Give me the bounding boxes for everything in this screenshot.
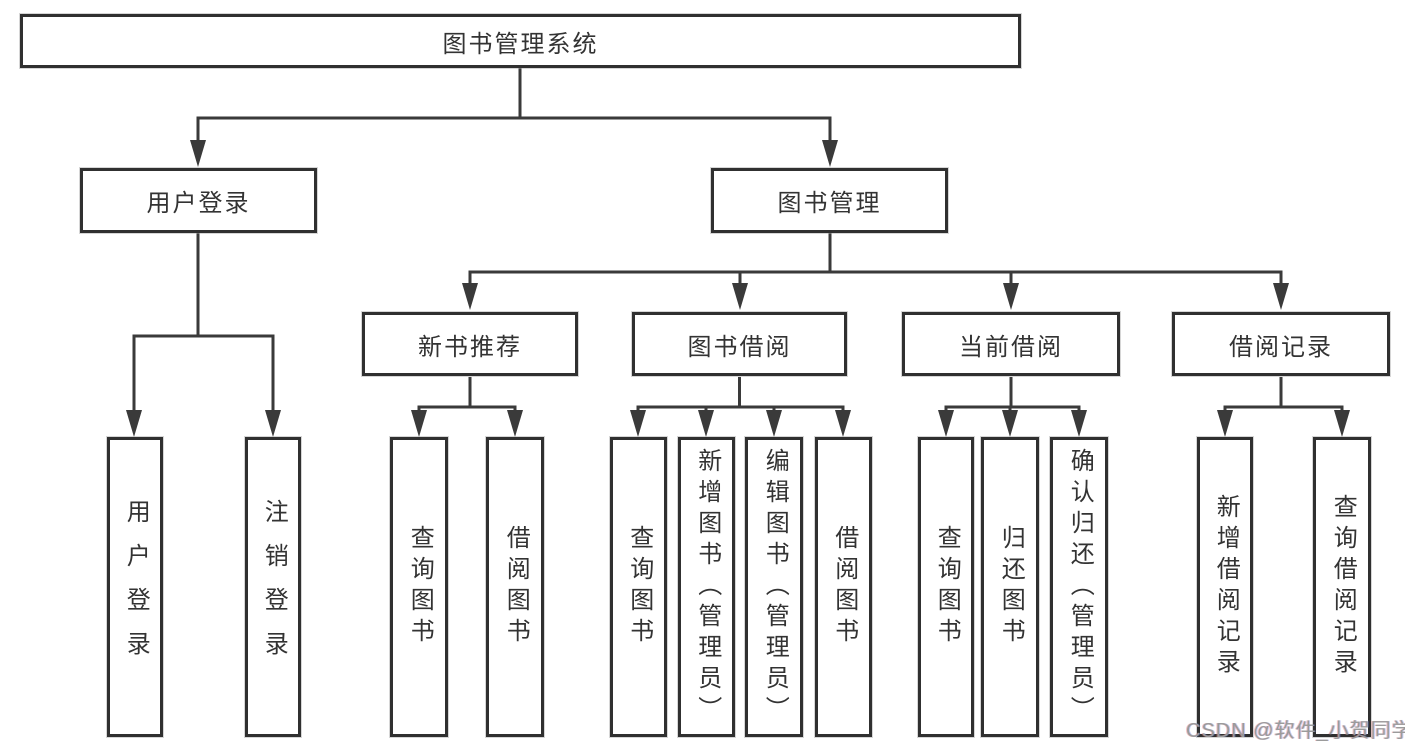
- leaf-add-borrow-record-label: 新增借阅记录: [1212, 494, 1240, 680]
- arrow-down-icon: [1002, 410, 1018, 437]
- arrow-down-icon: [698, 410, 714, 437]
- node-book-management: 图书管理: [711, 168, 948, 233]
- connector-current-borrowing-to-leaves: [944, 377, 1081, 414]
- leaf-recommend-query-books: 查询图书: [390, 437, 448, 737]
- leaf-current-query-books-label: 查询图书: [933, 525, 961, 649]
- node-user-login: 用户登录: [80, 168, 317, 233]
- node-book-borrowing-label: 图书借阅: [687, 333, 792, 361]
- leaf-logout: 注销登录: [245, 437, 301, 737]
- arrow-down-icon: [835, 410, 851, 437]
- arrow-down-icon: [1273, 283, 1289, 310]
- node-borrowing-records: 借阅记录: [1172, 312, 1390, 376]
- leaf-borrow-books-label: 借阅图书: [830, 525, 858, 649]
- node-book-borrowing: 图书借阅: [632, 312, 847, 376]
- arrow-down-icon: [411, 410, 427, 437]
- leaf-recommend-query-books-label: 查询图书: [406, 525, 434, 649]
- arrow-down-icon: [822, 140, 838, 167]
- leaf-return-books-label: 归还图书: [997, 525, 1025, 649]
- connector-borrowing-records-to-leaves: [1223, 377, 1344, 414]
- arrow-down-icon: [938, 410, 954, 437]
- leaf-logout-label: 注销登录: [260, 499, 288, 675]
- connector-book-management-to-level3: [468, 233, 1283, 288]
- arrow-down-icon: [732, 283, 748, 310]
- arrow-down-icon: [766, 410, 782, 437]
- node-user-login-label: 用户登录: [146, 190, 251, 217]
- connector-root-to-level2: [196, 68, 832, 144]
- leaf-edit-books-admin-label: 编辑图书（管理员）: [761, 447, 789, 727]
- csdn-watermark: CSDN @软件_小贺同学: [1186, 720, 1405, 742]
- node-borrowing-records-label: 借阅记录: [1229, 333, 1333, 361]
- arrow-down-icon: [265, 410, 281, 437]
- leaf-add-books-admin: 新增图书（管理员）: [678, 437, 735, 737]
- node-new-book-recommend-label: 新书推荐: [418, 333, 522, 361]
- arrow-down-icon: [507, 410, 523, 437]
- leaf-add-books-admin-label: 新增图书（管理员）: [693, 447, 721, 727]
- leaf-borrow-books: 借阅图书: [815, 437, 872, 737]
- leaf-borrowing-query-books-label: 查询图书: [625, 525, 653, 649]
- leaf-confirm-return-admin-label: 确认归还（管理员）: [1066, 447, 1094, 727]
- leaf-user-login: 用户登录: [107, 437, 163, 737]
- node-root: 图书管理系统: [20, 14, 1021, 68]
- leaf-query-borrow-record-label: 查询借阅记录: [1329, 494, 1357, 680]
- leaf-add-borrow-record: 新增借阅记录: [1197, 437, 1253, 737]
- leaf-borrowing-query-books: 查询图书: [610, 437, 667, 737]
- leaf-edit-books-admin: 编辑图书（管理员）: [745, 437, 803, 737]
- arrow-down-icon: [126, 410, 142, 437]
- leaf-return-books: 归还图书: [981, 437, 1039, 737]
- node-current-borrowing-label: 当前借阅: [959, 333, 1063, 361]
- node-root-label: 图书管理系统: [442, 30, 599, 58]
- arrow-down-icon: [1334, 410, 1350, 437]
- leaf-current-query-books: 查询图书: [918, 437, 974, 737]
- node-current-borrowing: 当前借阅: [902, 312, 1120, 376]
- arrow-down-icon: [1217, 410, 1233, 437]
- arrow-down-icon: [462, 283, 478, 310]
- leaf-recommend-borrow-books: 借阅图书: [486, 437, 544, 737]
- connector-user-login-to-leaves: [132, 233, 275, 414]
- arrow-down-icon: [1003, 283, 1019, 310]
- node-book-management-label: 图书管理: [777, 190, 882, 217]
- arrowhead-icons: [126, 140, 1350, 437]
- connector-book-borrowing-to-leaves: [636, 377, 845, 414]
- arrow-down-icon: [630, 410, 646, 437]
- arrow-down-icon: [190, 140, 206, 167]
- leaf-query-borrow-record: 查询借阅记录: [1313, 437, 1371, 737]
- leaf-user-login-label: 用户登录: [122, 499, 150, 675]
- node-new-book-recommend: 新书推荐: [362, 312, 578, 376]
- arrow-down-icon: [1071, 410, 1087, 437]
- connector-new-book-recommend-to-leaves: [417, 377, 517, 414]
- leaf-confirm-return-admin: 确认归还（管理员）: [1050, 437, 1108, 737]
- leaf-recommend-borrow-books-label: 借阅图书: [502, 525, 530, 649]
